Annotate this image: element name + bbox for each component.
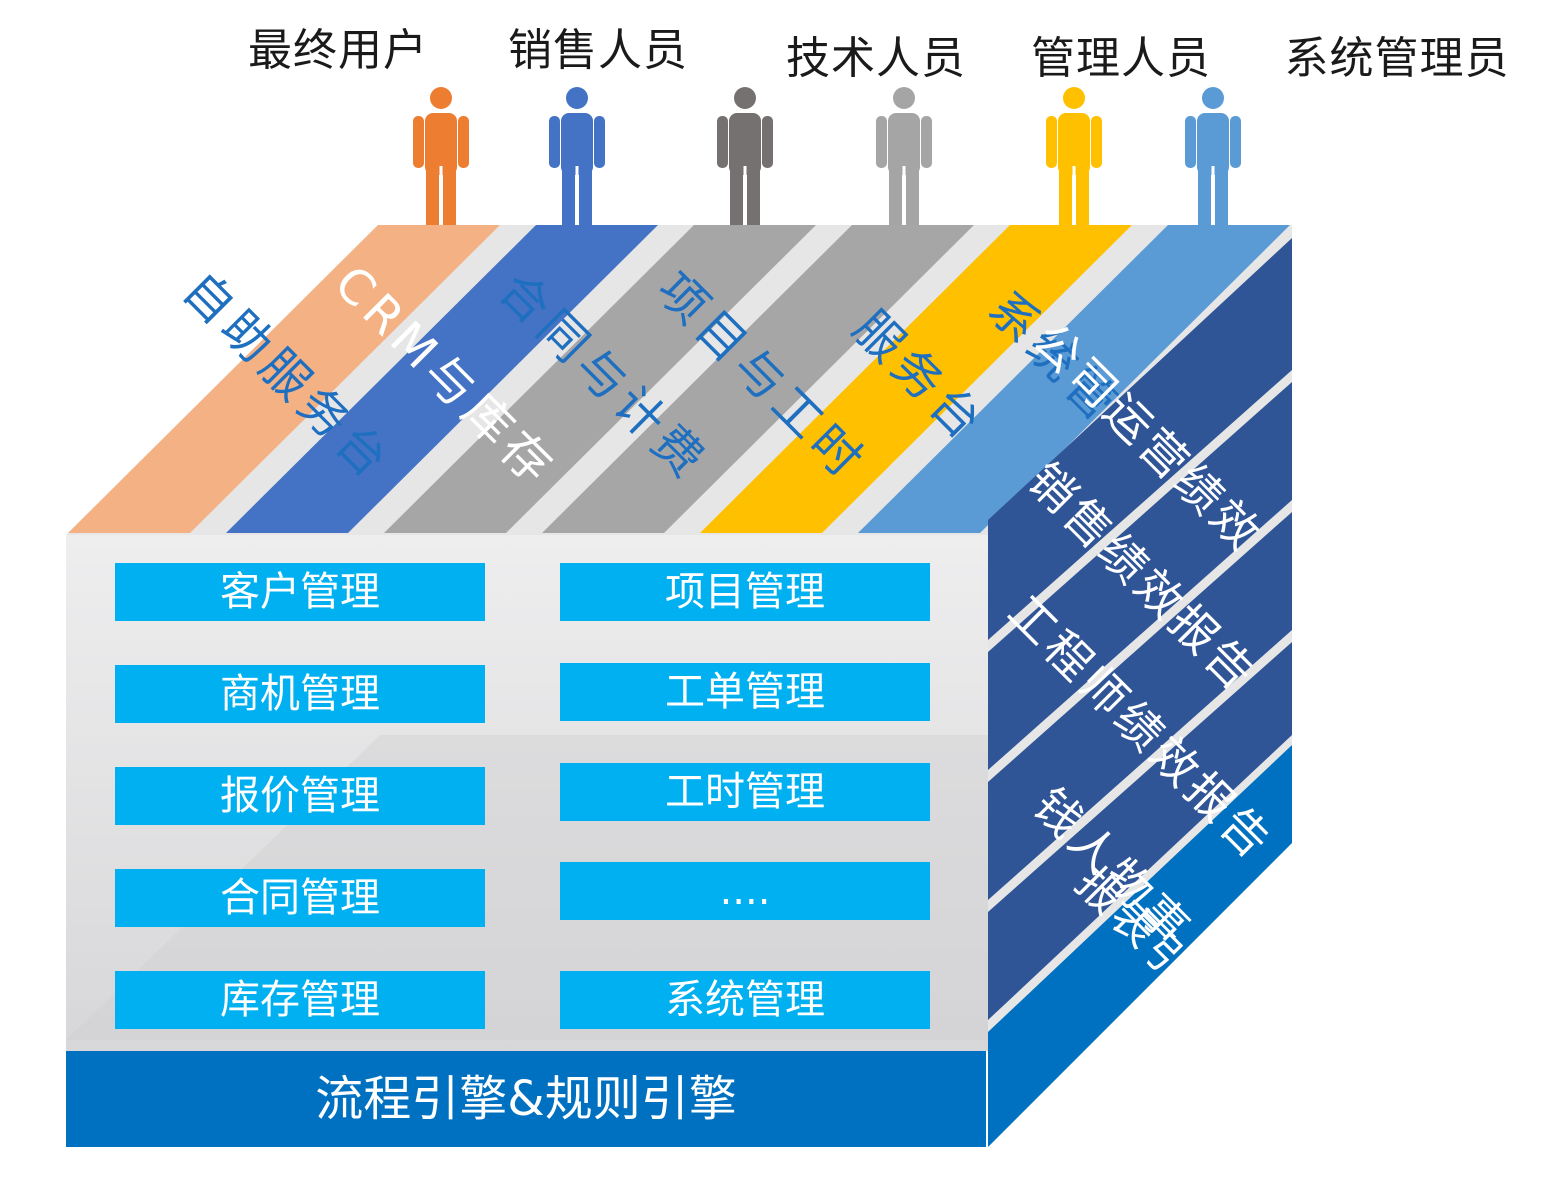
band-crm-inventory <box>226 225 658 533</box>
module-opportunity: 商机管理 <box>115 665 485 723</box>
module-inventory: 库存管理 <box>115 971 485 1029</box>
band-sales-report <box>988 382 1292 770</box>
person-icon <box>1185 87 1241 232</box>
band-company-performance <box>988 238 1292 640</box>
person-icon <box>876 87 932 232</box>
module-more: .... <box>560 862 930 920</box>
band-report-engine <box>988 745 1292 1147</box>
band-contract-billing <box>384 225 816 533</box>
band-service-desk <box>700 225 1132 533</box>
band-self-service <box>68 225 500 533</box>
module-contract: 合同管理 <box>115 869 485 927</box>
band-engineer-report <box>988 512 1292 900</box>
role-label-sales: 销售人员 <box>508 25 688 76</box>
person-icon <box>1046 87 1102 232</box>
module-hours: 工时管理 <box>560 763 930 821</box>
person-icon <box>549 87 605 232</box>
band-system-admin <box>858 225 1290 533</box>
role-label-technical: 技术人员 <box>786 33 966 84</box>
person-icon <box>717 87 773 232</box>
role-label-end-user: 最终用户 <box>248 25 428 76</box>
module-quote: 报价管理 <box>115 767 485 825</box>
process-rule-engine-bar: 流程引擎&规则引擎 <box>66 1051 986 1147</box>
module-system: 系统管理 <box>560 971 930 1029</box>
band-money-people <box>988 642 1292 1020</box>
module-customer: 客户管理 <box>115 563 485 621</box>
module-ticket: 工单管理 <box>560 663 930 721</box>
band-project-hours <box>542 225 974 533</box>
module-project: 项目管理 <box>560 563 930 621</box>
role-label-management: 管理人员 <box>1031 33 1211 84</box>
role-label-sysadmin: 系统管理员 <box>1284 33 1510 84</box>
person-icon <box>413 87 469 232</box>
